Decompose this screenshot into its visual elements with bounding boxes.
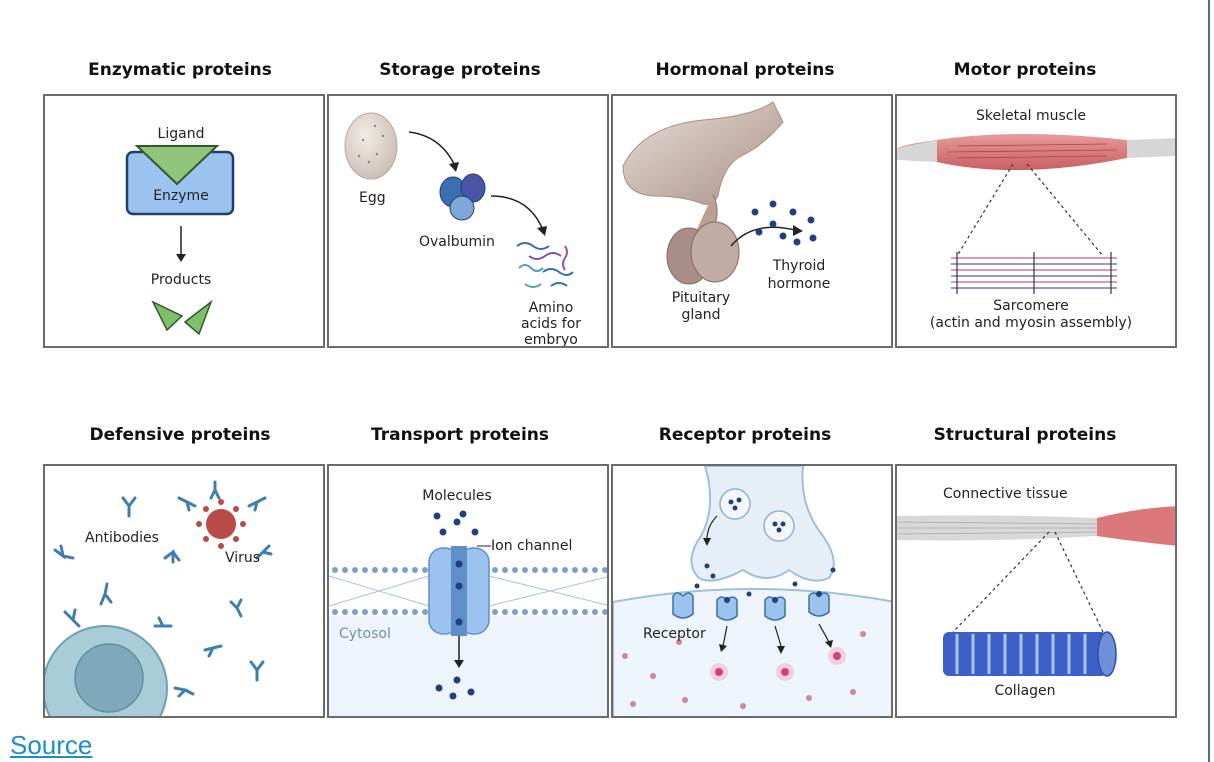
storage-title: Storage proteins — [379, 60, 541, 80]
receptor-title: Receptor proteins — [658, 425, 832, 445]
enzymatic-panel: Ligand Enzyme Products — [43, 94, 325, 348]
sarcomere-label-1: Sarcomere — [993, 298, 1069, 314]
defensive-panel: Antibodies Virus — [43, 464, 325, 718]
virus-label: Virus — [225, 550, 261, 566]
hormonal-title: Hormonal proteins — [655, 60, 835, 80]
receptor-panel: Receptor — [611, 464, 893, 718]
thyroid-label-2: hormone — [767, 276, 831, 292]
molecules-label: Molecules — [422, 488, 492, 504]
structural-title: Structural proteins — [933, 425, 1117, 445]
motor-title: Motor proteins — [953, 60, 1097, 80]
amino-label-3: embryo — [524, 332, 578, 348]
amino-label-2: acids for — [520, 316, 582, 332]
defensive-illustration — [45, 480, 273, 716]
amino-label-1: Amino — [528, 300, 574, 316]
ovalbumin-label: Ovalbumin — [419, 234, 495, 250]
enzyme-label: Enzyme — [153, 188, 209, 204]
skeletal-muscle-label: Skeletal muscle — [975, 108, 1087, 124]
motor-illustration — [897, 134, 1175, 294]
storage-illustration — [344, 112, 574, 288]
right-edge-rule — [1208, 0, 1210, 762]
connective-tissue-label: Connective tissue — [943, 486, 1068, 502]
receptor-label: Receptor — [643, 626, 706, 642]
transport-panel: Molecules Ion channel Cytosol — [327, 464, 609, 718]
storage-panel: Egg Ovalbumin Amino acids for embryo — [327, 94, 609, 348]
enzymatic-illustration — [125, 145, 235, 336]
enzymatic-title: Enzymatic proteins — [88, 60, 272, 80]
egg-label: Egg — [359, 190, 386, 206]
ligand-label: Ligand — [157, 126, 205, 142]
receptor-illustration — [613, 466, 891, 716]
collagen-label: Collagen — [994, 683, 1056, 699]
products-label: Products — [150, 272, 212, 288]
thyroid-label-1: Thyroid — [772, 258, 826, 274]
pituitary-label-2: gland — [681, 307, 721, 323]
cytosol-label: Cytosol — [339, 626, 391, 642]
source-link[interactable]: Source — [10, 730, 93, 760]
pituitary-label-1: Pituitary — [671, 290, 731, 306]
transport-illustration — [329, 510, 607, 716]
ion-channel-label: Ion channel — [491, 538, 573, 554]
sarcomere-label-2: (actin and myosin assembly) — [929, 315, 1133, 331]
structural-illustration — [897, 506, 1175, 677]
transport-title: Transport proteins — [370, 425, 550, 445]
hormonal-illustration — [622, 101, 817, 285]
structural-panel: Connective tissue Collagen — [895, 464, 1177, 718]
antibodies-label: Antibodies — [85, 530, 159, 546]
defensive-title: Defensive proteins — [89, 425, 271, 445]
hormonal-panel: Thyroid hormone Pituitary gland — [611, 94, 893, 348]
motor-panel: Skeletal muscle Sarcomere (actin and myo… — [895, 94, 1177, 348]
